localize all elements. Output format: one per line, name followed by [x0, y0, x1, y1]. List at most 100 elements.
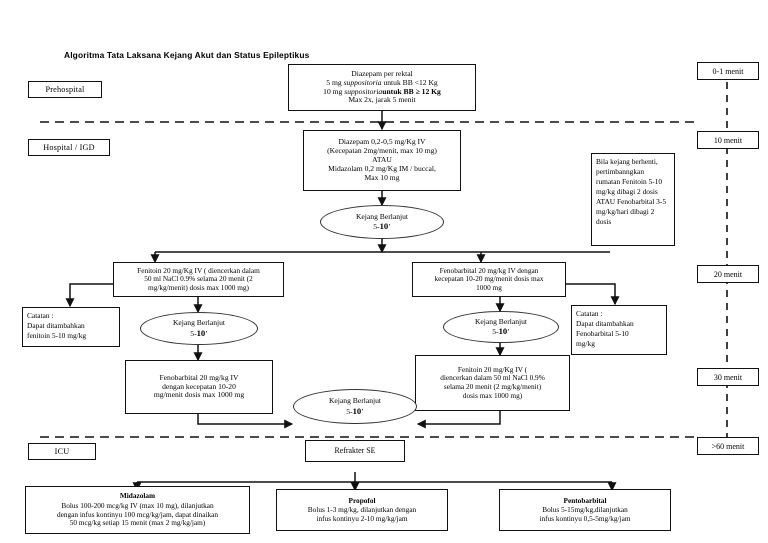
midazolam-line2: dengan infus kontinyu 100 mcg/kg/jam, da… [56, 509, 219, 519]
step-fenobarbital-left: Fenobarbital 20 mg/kg IV dengan kecepata… [125, 360, 273, 414]
decision-kejang-berlanjut-1: Kejang Berlanjut 5-10’ [320, 205, 444, 239]
phase-label-prehospital: Prehospital [28, 81, 102, 98]
diazepam-iv-line4: Midazolam 0,2 mg/Kg IM / buccal, [328, 163, 436, 173]
kejang1-l2b: 10 [379, 221, 389, 232]
kejang1-line1: Kejang Berlanjut [355, 211, 409, 221]
pentobarbital-line1: Bolus 5-15mg/kg,dilanjutkan [542, 505, 628, 515]
diazepam-rektal-l3c: untuk BB ≥ 12 Kg [382, 86, 441, 96]
diazepam-rektal-line2: 5 mg suppositoria untuk BB <12 Kg [292, 77, 472, 88]
catatan-kanan-line4: mg/kg [576, 338, 595, 348]
propofol-line1: Bolus 1-3 mg/kg, dilanjutkan dengan [307, 505, 417, 515]
catatan-kiri-line3: fenitoin 5-10 mg/kg [27, 330, 87, 340]
icu-drug-propofol: Propofol Bolus 1-3 mg/kg, dilanjutkan de… [276, 489, 448, 531]
kejang4-l2a: 5- [346, 406, 353, 416]
kejang4-line2: 5-10’ [329, 406, 381, 417]
kejang2-l2b: 10 [196, 327, 206, 338]
kejang3-l2b: 10 [498, 326, 508, 337]
kejang3-line1: Kejang Berlanjut [474, 316, 528, 326]
fenobarbital-right-line2: kecepatan 10-20 mg/menit dosis max [434, 274, 544, 284]
pentobarbital-name: Pentobarbital [563, 495, 607, 505]
kejang1-l2a: 5- [373, 222, 380, 232]
note-catatan-kiri: Catatan : Dapat ditambahkan fenitoin 5-1… [22, 307, 120, 347]
page-title: Algoritma Tata Laksana Kejang Akut dan S… [64, 50, 310, 60]
diazepam-iv-line2: (Kecepatan 2mg/menit, max 10 mg) [327, 146, 437, 156]
step-fenitoin-right: Fenitoin 20 mg/Kg IV ( diencerkan dalam … [415, 355, 570, 411]
timeline-label-20-text: 20 menit [713, 269, 743, 279]
fenitoin-right-line4: dosis max 1000 mg) [462, 390, 523, 400]
fenobarbital-left-line1: Fenobarbital 20 mg/kg IV [159, 372, 239, 382]
propofol-name: Propofol [348, 495, 376, 505]
kejang2-l2a: 5- [190, 328, 197, 338]
diazepam-rektal-l2c: untuk BB <12 Kg [381, 77, 438, 87]
kejang1-l2c: ’ [388, 222, 391, 232]
step-refrakter-se: Refrakter SE [305, 440, 405, 462]
diazepam-iv-line5: Max 10 mg [364, 172, 400, 182]
phase-label-hospital-igd-text: Hospital / IGD [43, 143, 95, 152]
diazepam-iv-line3: ATAU [372, 155, 392, 165]
fenitoin-right-line2: diencerkan dalam 50 ml NaCl 0.9% [440, 373, 545, 383]
midazolam-name: Midazolam [119, 491, 156, 501]
diazepam-rektal-l3a: 10 mg [323, 86, 345, 96]
step-fenitoin-left: Fenitoin 20 mg/Kg IV ( diencerkan dalam … [113, 262, 284, 297]
timeline-label-20: 20 menit [697, 265, 759, 283]
timeline-label-0-1: 0-1 menit [697, 62, 759, 80]
timeline-label-10: 10 menit [697, 131, 759, 149]
catatan-kanan-line3: Fenobarbital 5-10 [576, 328, 629, 338]
timeline-label-10-text: 10 menit [713, 135, 743, 145]
kejang2-l2c: ’ [205, 328, 208, 338]
diazepam-rektal-line3: 10 mg suppositoriauntuk BB ≥ 12 Kg [292, 86, 472, 97]
kejang4-l2c: ’ [361, 406, 364, 416]
note-bila-kejang-berhenti-text: Bila kejang berhenti, pertimbanngkan rum… [596, 157, 667, 226]
diazepam-rektal-line4: Max 2x, jarak 5 menit [348, 95, 416, 105]
diazepam-rektal-line1: Diazepam per rektal [351, 68, 413, 78]
fenitoin-right-line1: Fenitoin 20 mg/Kg IV ( [457, 364, 528, 374]
kejang1-line2: 5-10’ [356, 221, 408, 232]
phase-label-icu: ICU [28, 443, 96, 460]
note-bila-kejang-berhenti: Bila kejang berhenti, pertimbanngkan rum… [591, 153, 675, 246]
kejang3-l2c: ’ [507, 327, 510, 337]
fenitoin-left-line3: mg/kg/menit) dosis max 1000 mg) [148, 282, 249, 292]
step-diazepam-iv: Diazepam 0,2-0,5 mg/Kg IV (Kecepatan 2mg… [303, 130, 461, 191]
midazolam-line1: Bolus 100-200 mcg/kg IV (max 10 mg), dil… [61, 500, 214, 510]
timeline-label-0-1-text: 0-1 menit [712, 66, 744, 76]
diazepam-rektal-l2b: suppositoria [343, 77, 382, 87]
fenobarbital-left-line3: mg/menit dosis max 1000 mg [153, 390, 245, 400]
catatan-kanan-line2: Dapat ditambahkan [576, 318, 634, 328]
fenitoin-left-line2: 50 ml NaCl 0.9% selama 20 menit (2 [144, 274, 253, 284]
catatan-kiri-line2: Dapat ditambahkan [27, 320, 85, 330]
midazolam-line3: 50 mcg/kg setiap 15 menit (max 2 mg/kg/j… [69, 518, 206, 528]
fenobarbital-right-line1: Fenobarbital 20 mg/kg IV dengan [439, 265, 539, 275]
diazepam-iv-line1: Diazepam 0,2-0,5 mg/Kg IV [338, 137, 426, 147]
step-diazepam-rektal: Diazepam per rektal 5 mg suppositoria un… [288, 64, 476, 111]
timeline-label-60: >60 menit [697, 437, 759, 455]
decision-kejang-berlanjut-3: Kejang Berlanjut 5-10’ [443, 311, 559, 343]
fenobarbital-left-line2: dengan kecepatan 10-20 [162, 381, 236, 391]
fenitoin-left-line1: Fenitoin 20 mg/Kg IV ( diencerkan dalam [137, 265, 260, 275]
catatan-kanan-line1: Catatan : [576, 309, 603, 318]
propofol-line2: infus kontinyu 2-10 mg/kg/jam [316, 513, 408, 523]
note-catatan-kanan: Catatan : Dapat ditambahkan Fenobarbital… [571, 305, 667, 355]
fenitoin-right-line3: selama 20 menit (2 mg/kg/menit) [443, 382, 542, 391]
kejang4-line1: Kejang Berlanjut [328, 396, 382, 406]
decision-kejang-berlanjut-2: Kejang Berlanjut 5-10’ [140, 312, 258, 345]
refrakter-se-label: Refrakter SE [334, 446, 376, 456]
fenobarbital-right-line3: 1000 mg [476, 282, 502, 292]
kejang4-l2b: 10 [352, 405, 362, 416]
pentobarbital-line2: infus kontinyu 0,5-5mg/kg/jam [539, 513, 631, 523]
decision-kejang-berlanjut-4: Kejang Berlanjut 5-10’ [293, 389, 417, 424]
timeline-label-30-text: 30 menit [713, 372, 743, 382]
timeline-label-60-text: >60 menit [711, 441, 745, 451]
diazepam-rektal-l2a: 5 mg [326, 77, 344, 87]
kejang3-line2: 5-10’ [475, 326, 527, 337]
phase-label-icu-text: ICU [54, 447, 70, 456]
phase-label-hospital-igd: Hospital / IGD [28, 139, 110, 156]
kejang2-line1: Kejang Berlanjut [172, 318, 226, 328]
diazepam-rektal-l3b: suppositoria [344, 86, 383, 96]
kejang3-l2a: 5- [492, 327, 499, 337]
timeline-label-30: 30 menit [697, 368, 759, 386]
phase-label-prehospital-text: Prehospital [45, 85, 85, 94]
icu-drug-midazolam: Midazolam Bolus 100-200 mcg/kg IV (max 1… [25, 486, 250, 534]
icu-drug-pentobarbital: Pentobarbital Bolus 5-15mg/kg,dilanjutka… [499, 489, 671, 531]
catatan-kiri-line1: Catatan : [27, 311, 54, 320]
